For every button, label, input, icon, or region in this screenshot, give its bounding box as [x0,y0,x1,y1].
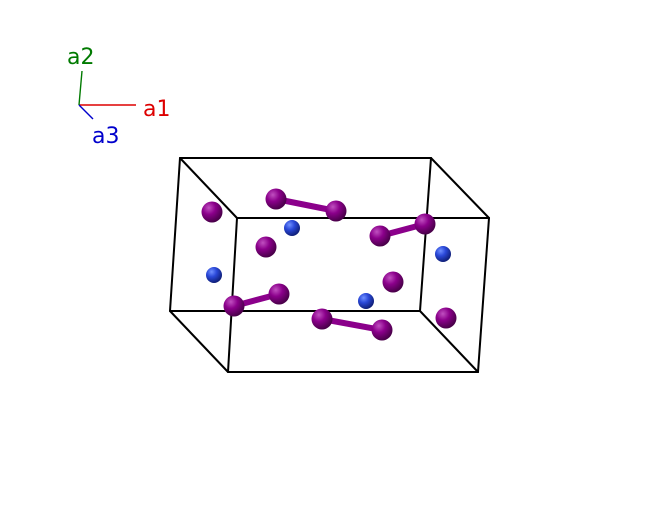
small-atom[interactable] [435,246,451,262]
small-atom[interactable] [358,293,374,309]
iodine-atom[interactable] [311,308,333,330]
cell-edge [227,217,238,373]
unit-cell [169,157,490,373]
small-atom[interactable] [284,220,300,236]
back-atoms [201,201,300,283]
cell-edge [419,310,479,373]
iodine-atom[interactable] [382,271,404,293]
cell-edge [169,310,229,373]
axis-a1-label: a1 [143,97,170,122]
iodine-atom[interactable] [223,295,245,317]
iodine-atom[interactable] [255,236,277,258]
axis-a2-line [78,70,83,106]
axis-indicator: a1 a2 a3 [67,45,170,149]
axis-a3-line [78,104,94,120]
iodine-atom[interactable] [414,213,436,235]
axis-a3-label: a3 [92,124,119,149]
small-atom[interactable] [206,267,222,283]
cell-edge [419,157,432,312]
cell-edge [179,157,238,219]
iodine-atom[interactable] [201,201,223,223]
front-atoms [223,188,457,341]
iodine-atom[interactable] [268,283,290,305]
cell-edge [477,217,490,373]
iodine-atom[interactable] [325,200,347,222]
iodine-atom[interactable] [435,307,457,329]
iodine-atom[interactable] [371,319,393,341]
iodine-atom[interactable] [265,188,287,210]
cell-edge [430,157,490,219]
iodine-atom[interactable] [369,225,391,247]
axis-a2-label: a2 [67,45,94,70]
cell-edge [169,157,181,312]
